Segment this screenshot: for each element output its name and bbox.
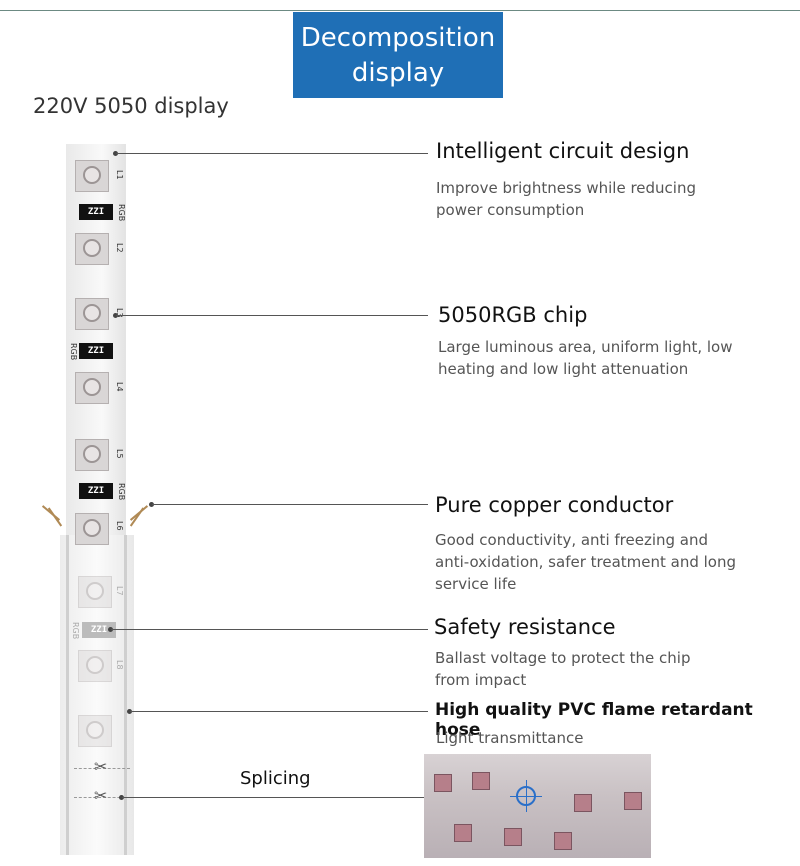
chip-tag: RGB bbox=[117, 204, 126, 222]
led-chip bbox=[78, 650, 112, 682]
resistor-chip: ZZI bbox=[79, 204, 113, 220]
callout-heading: 5050RGB chip bbox=[438, 303, 588, 327]
led-chip bbox=[75, 233, 109, 265]
led-label: L1 bbox=[115, 170, 124, 180]
callout-dot bbox=[113, 313, 118, 318]
led-chip bbox=[75, 298, 109, 330]
led-chip bbox=[78, 576, 112, 608]
led-label: L4 bbox=[115, 382, 124, 392]
cut-line bbox=[74, 768, 130, 769]
resistor-chip: ZZI bbox=[82, 622, 116, 638]
led-label: L7 bbox=[115, 586, 124, 596]
callout-heading: Pure copper conductor bbox=[435, 493, 674, 517]
callout-dot bbox=[119, 795, 124, 800]
led-chip bbox=[75, 372, 109, 404]
callout-desc: Light transmittance bbox=[436, 729, 584, 747]
led-chip bbox=[75, 513, 109, 545]
callout-line bbox=[130, 711, 428, 712]
callout-line bbox=[122, 797, 424, 798]
cut-line bbox=[74, 797, 130, 798]
callout-dot bbox=[113, 151, 118, 156]
callout-line bbox=[152, 504, 428, 505]
callout-heading: High quality PVC flame retardant hose bbox=[435, 700, 753, 740]
led-chip bbox=[75, 160, 109, 192]
title-line-2: display bbox=[351, 58, 445, 88]
hose-edge-right bbox=[124, 535, 127, 855]
callout-heading: Intelligent circuit design bbox=[436, 139, 690, 163]
chip-tag: RGB bbox=[71, 622, 80, 640]
callout-dot bbox=[127, 709, 132, 714]
crosshair-icon bbox=[510, 780, 542, 812]
copper-wire bbox=[47, 507, 63, 527]
scissors-icon: ✂ bbox=[94, 786, 108, 805]
led-chip bbox=[75, 439, 109, 471]
callout-dot bbox=[108, 627, 113, 632]
callout-heading: Safety resistance bbox=[434, 615, 616, 639]
splicing-label: Splicing bbox=[240, 768, 311, 789]
product-photo bbox=[424, 754, 651, 858]
led-label: L5 bbox=[115, 449, 124, 459]
callout-line bbox=[116, 315, 428, 316]
title-banner: Decomposition display bbox=[293, 12, 503, 98]
callout-line bbox=[111, 629, 428, 630]
chip-tag: RGB bbox=[69, 343, 78, 361]
page-subtitle: 220V 5050 display bbox=[33, 94, 229, 118]
hose-edge-left bbox=[66, 535, 69, 855]
top-divider bbox=[0, 10, 800, 11]
led-label: L8 bbox=[115, 660, 124, 670]
led-chip bbox=[78, 715, 112, 747]
title-line-1: Decomposition bbox=[300, 23, 496, 53]
scissors-icon: ✂ bbox=[94, 757, 108, 776]
resistor-chip: ZZI bbox=[79, 483, 113, 499]
chip-tag: RGB bbox=[117, 483, 126, 501]
led-label: L6 bbox=[115, 521, 124, 531]
callout-dot bbox=[149, 502, 154, 507]
led-label: L2 bbox=[115, 243, 124, 253]
callout-line bbox=[116, 153, 428, 154]
resistor-chip: ZZI bbox=[79, 343, 113, 359]
